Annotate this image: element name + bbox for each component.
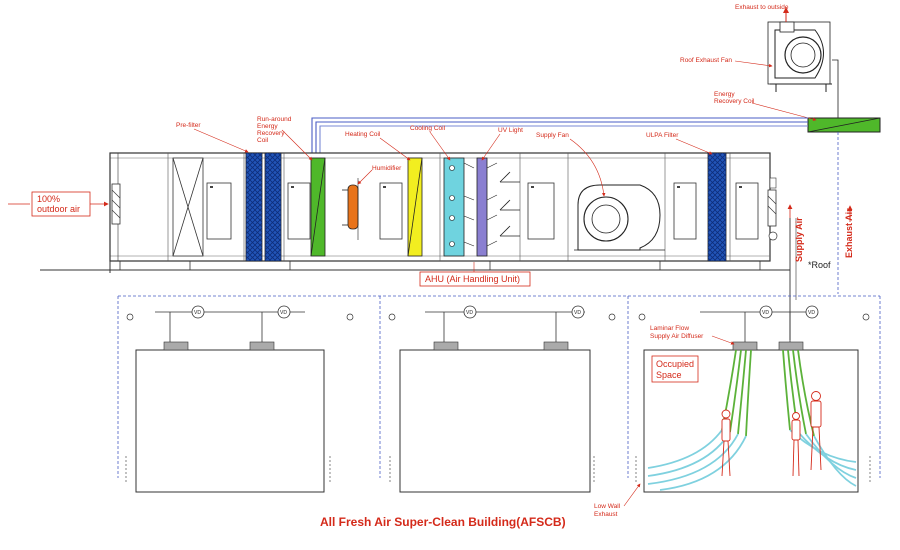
low-wall-exhaust-ducts [125,456,871,482]
outdoor-air-inlet: 100% outdoor air [8,191,109,217]
laminar-diffuser-label-2: Supply Air Diffuser [650,333,704,340]
side-valves [126,313,870,321]
roof-exhaust-fan-label: Roof Exhaust Fan [680,57,732,64]
fan-inlet-damper [499,171,520,237]
outlet-damper [767,177,778,241]
supply-fan [574,184,665,251]
cooling-coil-label: Cooling Coil [410,125,446,132]
low-wall-exhaust-label-2: Exhaust [594,511,618,518]
room-2 [399,341,591,493]
vd-label-6: VD [808,310,815,316]
supply-fan-label: Supply Fan [536,132,569,139]
runaround-coil-label-4: Coil [257,137,269,144]
inlet-damper [111,183,121,225]
person-icon-2 [810,391,822,471]
runaround-coil-label-1: Run-around [257,116,292,123]
roof-exhaust-fan [767,21,839,118]
energy-recovery-coil [807,117,881,133]
runaround-coil [310,157,326,257]
vd-label-2: VD [280,310,287,316]
energy-recovery-coil-label-2: Recovery Coil [714,98,755,105]
roof-label: *Roof [808,260,831,270]
vd-label-3: VD [466,310,473,316]
outdoor-air-label-2: outdoor air [37,204,80,214]
access-doors [206,182,759,240]
uv-light-label: UV Light [498,127,523,134]
distribution-ducts [117,295,881,478]
occupied-space-label-1: Occupied [656,359,694,369]
diagram-title: All Fresh Air Super-Clean Building(AFSCB… [320,515,566,529]
exhaust-air-label: Exhaust Air [844,208,854,258]
pre-filter-label: Pre-filter [176,122,201,129]
energy-recovery-coil-label-1: Energy [714,91,735,98]
pre-filter [245,152,282,262]
supply-air-label: Supply Air [794,217,804,262]
ulpa-filter [707,152,727,262]
ahu-label: AHU (Air Handling Unit) [425,274,520,284]
room-1 [135,341,325,493]
runaround-piping [311,117,808,153]
person-icon-3 [791,412,801,477]
outdoor-air-label-1: 100% [37,194,60,204]
humidifier-label: Humidifier [372,165,402,172]
heating-coil-label: Heating Coil [345,131,381,138]
occupied-space-box: Occupied Space [651,355,699,383]
laminar-diffuser-label-1: Laminar Flow [650,325,689,332]
runaround-coil-label-2: Energy [257,123,278,130]
supply-branch-ducts [155,311,818,342]
low-wall-exhaust-label-1: Low Wall [594,503,621,510]
exhaust-to-outside-label: Exhaust to outside [735,4,789,11]
volume-dampers [191,305,819,319]
occupied-space-label-2: Space [656,370,682,380]
runaround-coil-label-3: Recovery [257,130,285,137]
person-icon-1 [721,409,731,477]
humidifier [342,178,359,240]
ahu-label-box: AHU (Air Handling Unit) [419,262,531,287]
ulpa-filter-label: ULPA Filter [646,132,679,139]
heating-coil [407,157,423,257]
empty-section-x [172,157,204,257]
vd-label-1: VD [194,310,201,316]
cooling-coil [443,157,475,257]
vd-label-4: VD [574,310,581,316]
vd-label-5: VD [762,310,769,316]
